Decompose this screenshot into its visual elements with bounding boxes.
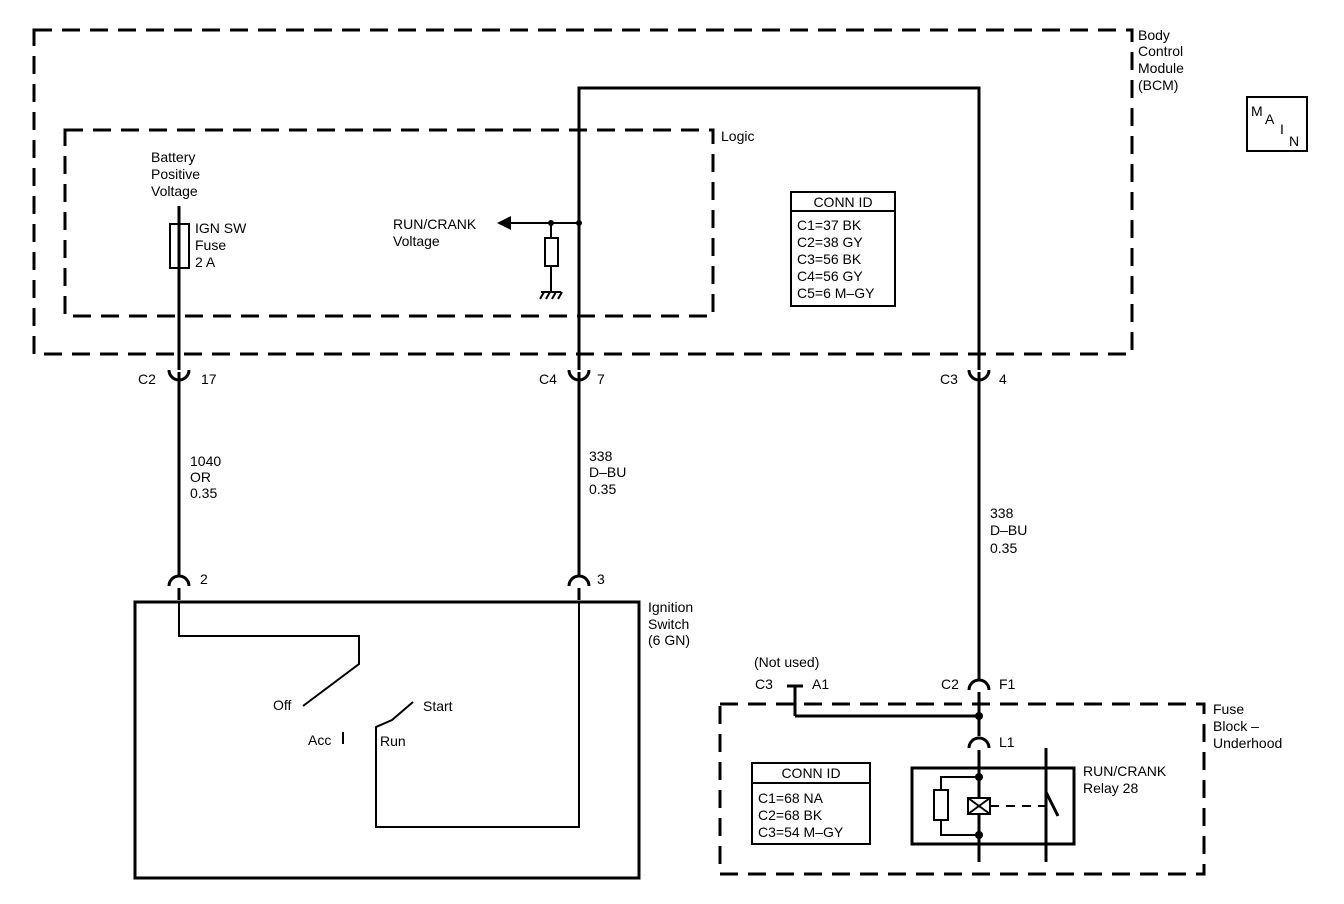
svg-text:4: 4 xyxy=(999,371,1007,387)
wire-label-1040: 1040 OR 0.35 xyxy=(190,453,221,501)
svg-text:L1: L1 xyxy=(999,734,1015,750)
relay-coil xyxy=(933,773,991,839)
svg-text:A: A xyxy=(1265,111,1275,127)
runcrank-label: RUN/CRANK Voltage xyxy=(393,216,477,249)
svg-text:F1: F1 xyxy=(999,676,1016,692)
svg-text:338: 338 xyxy=(589,448,613,464)
svg-text:Voltage: Voltage xyxy=(151,183,198,199)
fuse-label: IGN SW Fuse 2 A xyxy=(195,220,247,270)
connector-c3-4: C3 4 xyxy=(940,369,1007,680)
fuse-block-conn-id-table: CONN ID C1=68 NA C2=68 BK C3=54 M–GY xyxy=(751,762,871,845)
svg-text:C2=38 GY: C2=38 GY xyxy=(797,234,863,250)
svg-text:C3=54 M–GY: C3=54 M–GY xyxy=(758,824,844,840)
svg-text:A1: A1 xyxy=(812,676,829,692)
bcm-boundary xyxy=(32,28,1134,356)
position-start: Start xyxy=(423,698,453,714)
svg-text:I: I xyxy=(1280,121,1284,137)
main-badge: M A I N xyxy=(1246,96,1308,152)
svg-text:C2: C2 xyxy=(138,371,156,387)
position-off: Off xyxy=(273,697,292,713)
svg-text:C3=56 BK: C3=56 BK xyxy=(797,251,862,267)
svg-text:17: 17 xyxy=(201,371,217,387)
connector-c2-17: C2 17 xyxy=(138,369,217,576)
svg-text:Body: Body xyxy=(1138,27,1170,43)
svg-text:Switch: Switch xyxy=(648,616,689,632)
svg-text:Battery: Battery xyxy=(151,149,195,165)
svg-text:M: M xyxy=(1251,103,1263,119)
bcm-conn-id-table: CONN ID C1=37 BK C2=38 GY C3=56 BK C4=56… xyxy=(790,191,896,307)
svg-text:CONN ID: CONN ID xyxy=(813,194,872,210)
svg-text:C4: C4 xyxy=(539,371,557,387)
svg-text:N: N xyxy=(1289,133,1299,149)
svg-text:(6 GN): (6 GN) xyxy=(648,632,690,648)
logic-label: Logic xyxy=(721,128,754,144)
svg-text:0.35: 0.35 xyxy=(589,481,616,497)
wire-label-338-ign: 338 D–BU 0.35 xyxy=(589,448,626,497)
pull-down-resistor xyxy=(544,237,559,267)
svg-text:C2=68 BK: C2=68 BK xyxy=(758,807,823,823)
svg-text:338: 338 xyxy=(990,505,1014,521)
relay-switch xyxy=(1044,791,1060,817)
bcm-label: Body Control Module (BCM) xyxy=(1138,27,1184,93)
svg-text:RUN/CRANK: RUN/CRANK xyxy=(393,216,477,232)
svg-text:OR: OR xyxy=(190,469,211,485)
connector-ign-2: 2 xyxy=(167,571,208,600)
svg-text:C3: C3 xyxy=(755,676,773,692)
svg-text:3: 3 xyxy=(597,571,605,587)
logic-boundary xyxy=(63,128,715,318)
connector-l1: L1 xyxy=(967,734,1015,750)
svg-text:Fuse: Fuse xyxy=(1213,701,1244,717)
runcrank-relay-box xyxy=(910,766,1076,846)
fuse-block-label: Fuse Block – Underhood xyxy=(1213,701,1282,751)
connector-c3-a1: (Not used) C3 A1 xyxy=(754,654,829,716)
svg-text:2 A: 2 A xyxy=(195,254,216,270)
svg-text:Module: Module xyxy=(1138,60,1184,76)
svg-text:Voltage: Voltage xyxy=(393,233,440,249)
svg-text:Positive: Positive xyxy=(151,166,200,182)
svg-text:Ignition: Ignition xyxy=(648,599,693,615)
fuse-block-boundary xyxy=(718,702,1206,876)
svg-text:(Not used): (Not used) xyxy=(754,654,819,670)
battery-label: Battery Positive Voltage xyxy=(151,149,200,199)
ground-icon xyxy=(539,291,563,300)
svg-text:0.35: 0.35 xyxy=(990,540,1017,556)
svg-text:C2: C2 xyxy=(941,676,959,692)
svg-text:1040: 1040 xyxy=(190,453,221,469)
relay-label: RUN/CRANK Relay 28 xyxy=(1083,763,1167,796)
svg-text:C1=68 NA: C1=68 NA xyxy=(758,790,824,806)
svg-text:7: 7 xyxy=(597,371,605,387)
svg-text:Control: Control xyxy=(1138,43,1183,59)
svg-text:D–BU: D–BU xyxy=(990,522,1027,538)
svg-text:Relay 28: Relay 28 xyxy=(1083,780,1138,796)
svg-text:C4=56 GY: C4=56 GY xyxy=(797,268,863,284)
svg-text:Block –: Block – xyxy=(1213,718,1259,734)
arrow-icon xyxy=(497,216,511,230)
connector-ign-3: 3 xyxy=(567,571,605,600)
svg-text:C5=6 M–GY: C5=6 M–GY xyxy=(797,285,875,301)
svg-text:2: 2 xyxy=(200,571,208,587)
position-acc: Acc xyxy=(308,732,331,748)
wire-label-338-fuse: 338 D–BU 0.35 xyxy=(990,505,1027,556)
svg-text:D–BU: D–BU xyxy=(589,464,626,480)
svg-text:CONN ID: CONN ID xyxy=(781,765,840,781)
svg-text:RUN/CRANK: RUN/CRANK xyxy=(1083,763,1167,779)
svg-text:(BCM): (BCM) xyxy=(1138,77,1178,93)
svg-text:C1=37 BK: C1=37 BK xyxy=(797,217,862,233)
svg-text:Underhood: Underhood xyxy=(1213,735,1282,751)
connector-c2-f1: C2 F1 xyxy=(941,676,1016,736)
svg-text:IGN SW: IGN SW xyxy=(195,220,247,236)
connector-c4-7: C4 7 xyxy=(539,369,605,576)
position-run: Run xyxy=(380,733,406,749)
svg-text:C3: C3 xyxy=(940,371,958,387)
svg-text:Fuse: Fuse xyxy=(195,237,226,253)
ignition-switch-label: Ignition Switch (6 GN) xyxy=(648,599,693,648)
ignition-switch-box xyxy=(133,600,641,880)
svg-text:0.35: 0.35 xyxy=(190,485,217,501)
